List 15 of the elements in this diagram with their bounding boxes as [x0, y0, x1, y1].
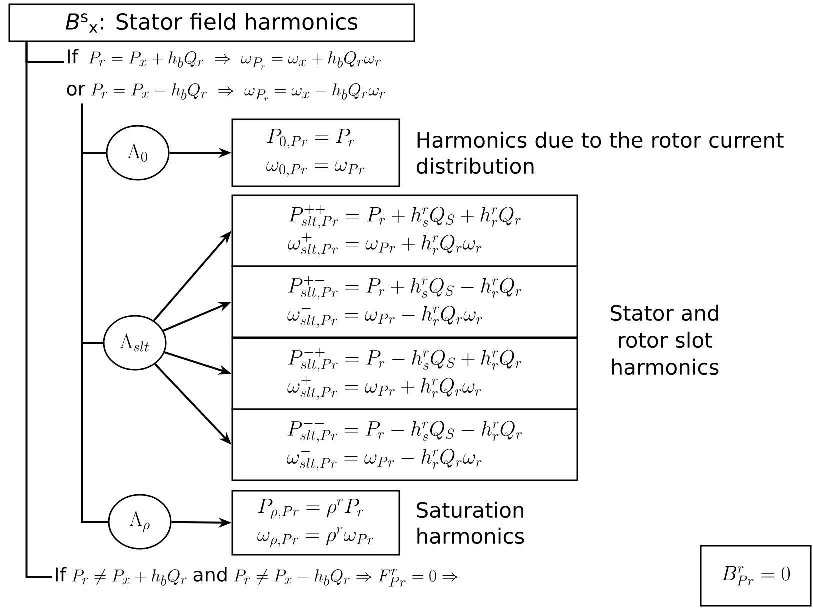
caption-text: Harmonics due to the rotor current distribution: [416, 132, 784, 174]
equation-box: $P_{\rho,Pr} = \rho^rP_r$ $\omega_{\rho,Pr} = \rho^r\omega_{Pr}$: [232, 490, 400, 556]
caption-text: Stator and rotor slot harmonics: [611, 304, 719, 376]
condition-text: $\mathrm{If}\;\; P_r = P_x + h_bQ_r \;\Rightarrow\; \omega_{P_r} = \omega_x + h_bQ_r\omega_r$ $\mathrm{or}\; P_r = P_x - h_bQ_r \;\Rightarrow\; \omega_{P_r} = \omega_x - h_bQ_r\omega_r$: [67, 49, 386, 102]
condition-text: $\mathrm{If}\; P_r \neq P_x + h_bQ_r \;\mathrm{and}\; P_r \neq P_x - h_bQ_r \Rightarrow F^r_{Pr} = 0 \Rightarrow$: [56, 567, 458, 587]
result-box: $B^r_{Pr} = 0$: [700, 545, 812, 607]
connector-line: [81, 104, 108, 523]
title-box: B$^{s}$$_{x}$: Stator field harmonics: [8, 4, 416, 42]
equation-box: $P_{0,Pr} = P_r$ $\omega_{0,Pr} = \omega_{Pr}$: [232, 118, 400, 188]
equation-box: $P^{-+}_{slt,Pr} = P_r - h^r_sQ_S + h^r_rQ_r$ $\omega^{+}_{slt,Pr} = \omega_{Pr} + h^r_rQ_r\omega_r$: [232, 338, 578, 410]
connector-line: [26, 42, 52, 578]
caption-text: Saturation harmonics: [417, 502, 524, 544]
equation-box: $P^{+-}_{slt,Pr} = P_r + h^r_sQ_S - h^r_rQ_r$ $\omega^{-}_{slt,Pr} = \omega_{Pr} - h^r_rQ_r\omega_r$: [232, 266, 578, 338]
equation-box: $P^{--}_{slt,Pr} = P_r - h^r_sQ_S - h^r_rQ_r$ $\omega^{-}_{slt,Pr} = \omega_{Pr} - h^r_rQ_r\omega_r$: [232, 408, 578, 482]
equation-box: $P^{++}_{slt,Pr} = P_r + h^r_sQ_S + h^r_rQ_r$ $\omega^{+}_{slt,Pr} = \omega_{Pr} + h^r_rQ_r\omega_r$: [232, 194, 578, 268]
